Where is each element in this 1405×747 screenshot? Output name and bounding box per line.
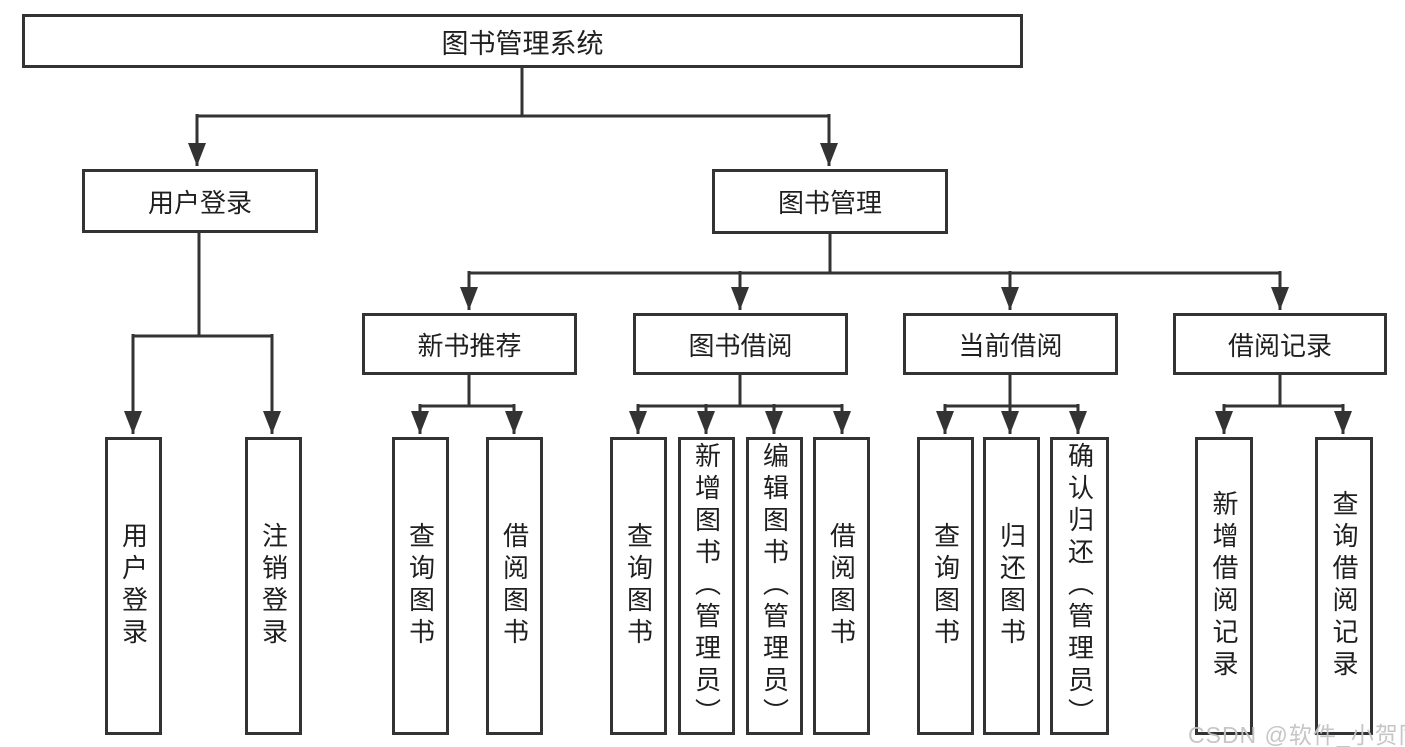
node-user-login: 用户登录 xyxy=(82,169,318,233)
leaf-confirm-return-admin-label: 确认归还（管理员） xyxy=(1064,442,1095,730)
connector-book-management xyxy=(469,232,1280,275)
node-book-borrow: 图书借阅 xyxy=(633,313,848,375)
leaf-query-books-recommend-label: 查询图书 xyxy=(405,522,436,650)
leaf-query-books-borrow: 查询图书 xyxy=(610,437,667,735)
node-borrow-records-label: 借阅记录 xyxy=(1227,330,1332,361)
connector-current-borrow xyxy=(945,373,1078,408)
leaf-query-borrow-record: 查询借阅记录 xyxy=(1315,437,1373,735)
node-current-borrow-label: 当前借阅 xyxy=(958,330,1063,361)
node-root-system: 图书管理系统 xyxy=(22,14,1023,68)
leaf-return-books: 归还图书 xyxy=(983,437,1040,735)
node-current-borrow: 当前借阅 xyxy=(903,313,1118,375)
node-new-book-recommend: 新书推荐 xyxy=(362,313,577,375)
node-book-management-label: 图书管理 xyxy=(777,188,882,218)
leaf-borrow-books-recommend-label: 借阅图书 xyxy=(499,522,530,650)
leaf-return-books-label: 归还图书 xyxy=(996,522,1027,650)
connector-book-borrow xyxy=(638,373,842,408)
node-borrow-records: 借阅记录 xyxy=(1173,313,1387,375)
leaf-add-books-admin-label: 新增图书（管理员） xyxy=(691,442,722,730)
leaf-confirm-return-admin: 确认归还（管理员） xyxy=(1050,437,1109,735)
leaf-borrow-books: 借阅图书 xyxy=(813,437,870,735)
leaf-add-books-admin: 新增图书（管理员） xyxy=(678,437,735,735)
leaf-logout-label: 注销登录 xyxy=(258,522,289,650)
node-book-management: 图书管理 xyxy=(712,169,948,234)
connector-borrow-records xyxy=(1224,373,1343,408)
leaf-borrow-books-recommend: 借阅图书 xyxy=(486,437,543,735)
leaf-query-books-current-label: 查询图书 xyxy=(930,522,961,650)
node-book-borrow-label: 图书借阅 xyxy=(688,330,793,361)
node-root-label: 图书管理系统 xyxy=(441,28,604,59)
node-new-book-recommend-label: 新书推荐 xyxy=(417,330,522,361)
connector-root xyxy=(197,66,829,118)
leaf-query-books-recommend: 查询图书 xyxy=(392,437,449,735)
leaf-borrow-books-label: 借阅图书 xyxy=(826,522,857,650)
leaf-user-login-label: 用户登录 xyxy=(118,522,149,650)
leaf-query-borrow-record-label: 查询借阅记录 xyxy=(1329,490,1359,682)
leaf-add-borrow-record-label: 新增借阅记录 xyxy=(1209,490,1239,682)
leaf-edit-books-admin-label: 编辑图书（管理员） xyxy=(759,442,790,730)
node-user-login-label: 用户登录 xyxy=(147,187,252,218)
connector-user-login xyxy=(133,231,272,338)
connector-new-book xyxy=(420,373,514,408)
csdn-watermark: CSDN @软件_小贺同学 xyxy=(1188,722,1405,747)
leaf-add-borrow-record: 新增借阅记录 xyxy=(1195,437,1253,735)
leaf-query-books-borrow-label: 查询图书 xyxy=(623,522,654,650)
leaf-query-books-current: 查询图书 xyxy=(917,437,974,735)
leaf-edit-books-admin: 编辑图书（管理员） xyxy=(746,437,803,735)
leaf-logout: 注销登录 xyxy=(245,437,302,735)
leaf-user-login: 用户登录 xyxy=(105,437,162,735)
